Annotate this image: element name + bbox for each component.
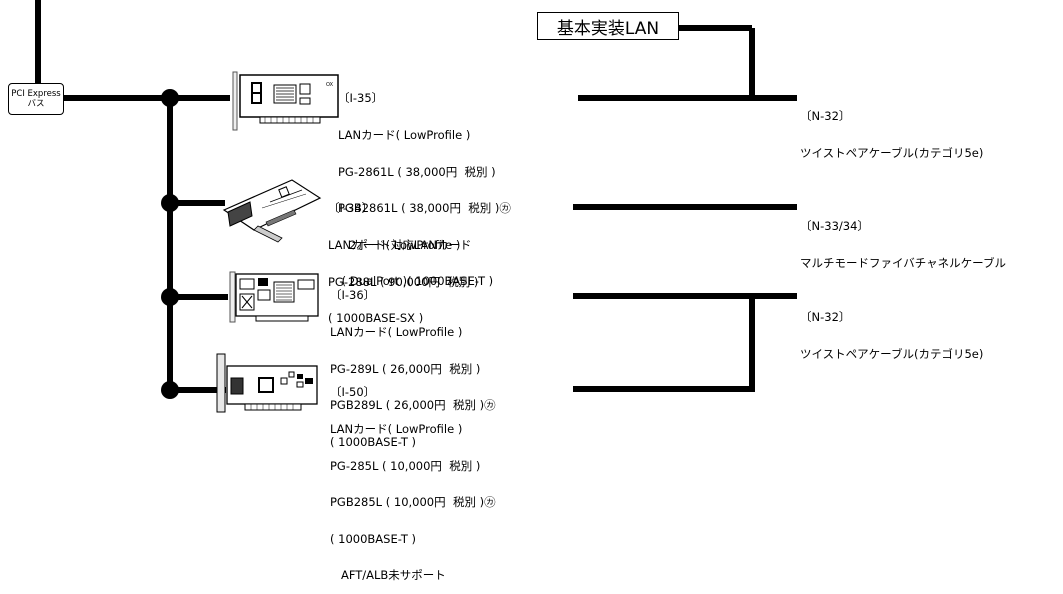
card-info-i34: 〔I-34〕 LANカード( LowProfile ) PG-288L ( 90…: [328, 178, 478, 337]
junction-dot: [161, 288, 179, 306]
card-spec: ( 1000BASE-T ): [330, 434, 416, 449]
card-model-price: PGB2861L ( 38,000円 税別 )㋕: [338, 201, 511, 216]
cable-code: 〔N-33/34〕: [800, 219, 869, 234]
lan-card-image-4: [216, 353, 318, 413]
card-spec: ( 1000BASE-T ): [330, 531, 416, 546]
card-code: 〔I-34〕: [328, 201, 374, 216]
cable-info-n32-bottom: 〔N-32〕 ツイストペアケーブル(カテゴリ5e): [800, 287, 983, 372]
card-code: 〔I-36〕: [330, 288, 376, 303]
cable-code: 〔N-32〕: [800, 310, 851, 325]
lan-card-image-3: [229, 271, 319, 323]
cable-info-n33-34: 〔N-33/34〕 マルチモードファイバチャネルケーブル: [800, 196, 1006, 281]
card-spec: ( 1000BASE-SX ): [328, 311, 424, 326]
card-model-price: PGB289L ( 26,000円 税別 )㋕: [330, 398, 496, 413]
lan-card-image-1: OX: [232, 71, 339, 131]
card-model-price: PGB285L ( 10,000円 税別 )㋕: [330, 495, 496, 510]
junction-dot: [161, 89, 179, 107]
bus-label-line1: PCI Express: [11, 89, 61, 99]
card-info-i50: 〔I-50〕 LANカード( LowProfile ) PG-285L ( 10…: [330, 362, 496, 594]
card-type: LANカード( LowProfile ): [328, 238, 461, 253]
card-model-price: PG-2861L ( 38,000円 税別 ): [338, 164, 496, 179]
card-model-price: PG-289L ( 26,000円 税別 ): [330, 361, 481, 376]
card-code: 〔I-35〕: [338, 91, 384, 106]
cable-type: ツイストペアケーブル(カテゴリ5e): [800, 146, 984, 161]
card-code: 〔I-50〕: [330, 385, 376, 400]
card-info-i35: 〔I-35〕 LANカード( LowProfile ) PG-2861L ( 3…: [338, 68, 511, 300]
cable-code: 〔N-32〕: [800, 109, 851, 124]
card-model-price: PG-288L ( 90,000円 税別 ): [328, 274, 479, 289]
card-note: AFT/ALB未サポート: [330, 568, 446, 583]
card-type: LANカード( LowProfile ): [338, 128, 471, 143]
cable-type: ツイストペアケーブル(カテゴリ5e): [800, 347, 984, 362]
junction-dot: [161, 194, 179, 212]
pci-express-bus-box: PCI Express バス: [8, 83, 64, 115]
card-feature: 2ポート対応LANカード: [338, 237, 472, 252]
card-type: LANカード( LowProfile ): [330, 422, 463, 437]
lan-card-image-2: [222, 179, 322, 243]
junction-dot: [161, 381, 179, 399]
base-lan-box: 基本実装LAN: [537, 12, 679, 40]
card-type: LANカード( LowProfile ): [330, 325, 463, 340]
bus-label-line2: バス: [27, 99, 45, 109]
card-spec: ( DualPort )( 1000BASE-T ): [338, 274, 494, 289]
svg-text:OX: OX: [326, 82, 334, 88]
card-model-price: PG-285L ( 10,000円 税別 ): [330, 458, 481, 473]
connection-lines: [35, 0, 797, 399]
cable-type: マルチモードファイバチャネルケーブル: [800, 256, 1006, 271]
cable-info-n32-top: 〔N-32〕 ツイストペアケーブル(カテゴリ5e): [800, 86, 983, 171]
card-info-i36: 〔I-36〕 LANカード( LowProfile ) PG-289L ( 26…: [330, 265, 496, 460]
